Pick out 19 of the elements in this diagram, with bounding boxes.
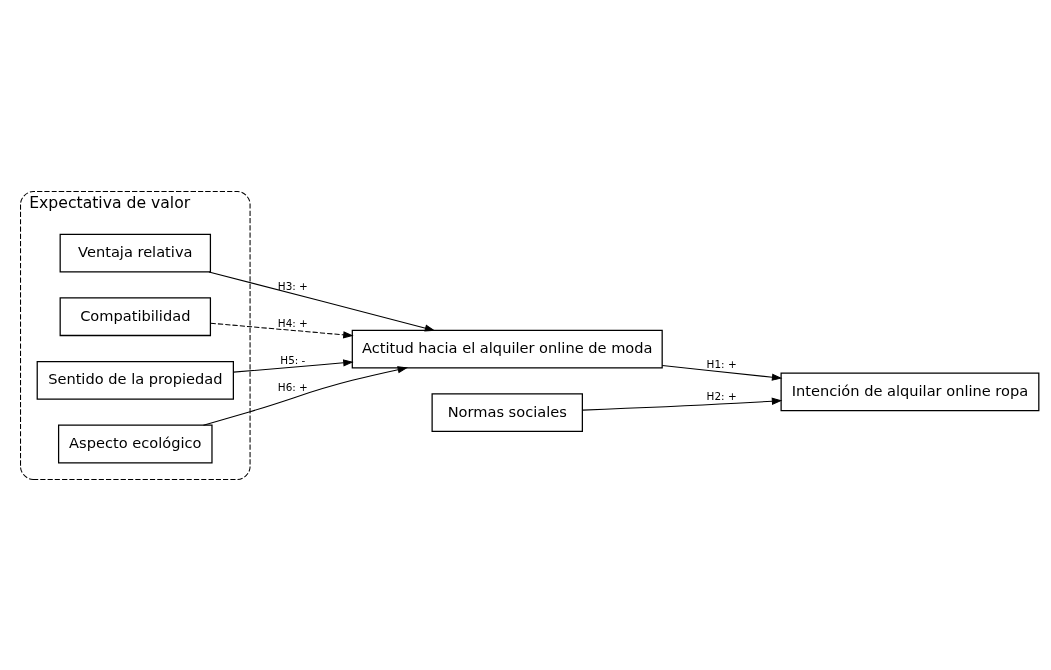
arrow — [582, 397, 783, 411]
node-box: Actitud hacia el alquiler online de moda — [351, 329, 663, 368]
edge-label: H6: + — [277, 380, 308, 393]
arrow — [661, 364, 783, 381]
node-box: Ventaja relativa — [59, 233, 212, 272]
node-box: Sentido de la propiedad — [36, 360, 234, 400]
edge-label: H1: + — [706, 357, 737, 370]
edge-label: H5: - — [280, 353, 306, 366]
edge-label: H4: + — [277, 316, 308, 329]
arrow — [210, 322, 354, 338]
node-box: Intención de alquilar online ropa — [780, 371, 1040, 411]
node-box: Normas sociales — [431, 392, 583, 432]
arrow — [208, 270, 436, 332]
edge-label: H2: + — [706, 389, 737, 402]
node-box: Compatibilidad — [59, 296, 212, 336]
arrow — [233, 358, 354, 373]
node-box: Aspecto ecológico — [58, 424, 213, 463]
arrow — [202, 365, 409, 426]
edge-label: H3: + — [277, 279, 308, 292]
